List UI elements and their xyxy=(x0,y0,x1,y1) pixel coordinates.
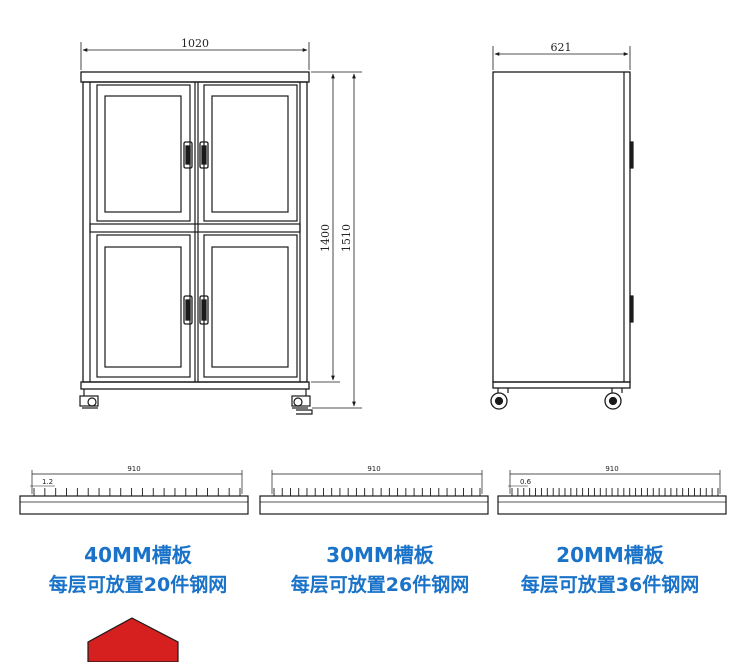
shelf-pitch-label: 0.6 xyxy=(520,478,532,486)
side-caster-left xyxy=(490,388,509,410)
side-caster-right xyxy=(604,388,623,410)
shelf-plate xyxy=(19,495,249,515)
caption-30mm-desc: 每层可放置26件钢网 xyxy=(290,574,470,596)
caption-20mm-desc: 每层可放置36件钢网 xyxy=(520,574,700,596)
height-total-label: 1510 xyxy=(340,224,353,252)
shelf-diagram-40mm: 910 1.2 xyxy=(19,465,249,515)
caption-40mm: 40MM槽板 每层可放置20件钢网 xyxy=(18,540,258,600)
caption-20mm-title: 20MM槽板 xyxy=(556,543,664,567)
caption-30mm-title: 30MM槽板 xyxy=(326,543,434,567)
door-handle-upper xyxy=(183,141,209,169)
front-caster-left xyxy=(79,389,99,409)
shelf-plate xyxy=(259,495,489,515)
caption-40mm-title: 40MM槽板 xyxy=(84,543,192,567)
front-view xyxy=(79,42,362,415)
front-caster-right xyxy=(291,389,313,415)
caption-30mm: 30MM槽板 每层可放置26件钢网 xyxy=(260,540,500,600)
side-view xyxy=(490,46,634,410)
shelf-diagram-20mm: 910 0.6 xyxy=(497,465,727,515)
shelf-length-label: 910 xyxy=(127,465,140,473)
door-handle-lower xyxy=(183,295,209,325)
depth-label: 621 xyxy=(551,41,572,54)
caption-20mm: 20MM槽板 每层可放置36件钢网 xyxy=(490,540,730,600)
width-dimension xyxy=(80,42,310,70)
depth-dimension xyxy=(492,46,631,70)
width-label: 1020 xyxy=(181,37,209,50)
shelf-length-label: 910 xyxy=(367,465,380,473)
height-inner-label: 1400 xyxy=(319,224,332,252)
shelf-plate xyxy=(497,495,727,515)
shelf-pitch-label: 1.2 xyxy=(42,478,53,486)
shelf-diagram-30mm: 910 xyxy=(259,465,489,515)
height-dimensions xyxy=(311,71,362,409)
shelf-length-label: 910 xyxy=(605,465,618,473)
caption-40mm-desc: 每层可放置20件钢网 xyxy=(48,574,228,596)
red-arrow-shape xyxy=(87,617,179,662)
